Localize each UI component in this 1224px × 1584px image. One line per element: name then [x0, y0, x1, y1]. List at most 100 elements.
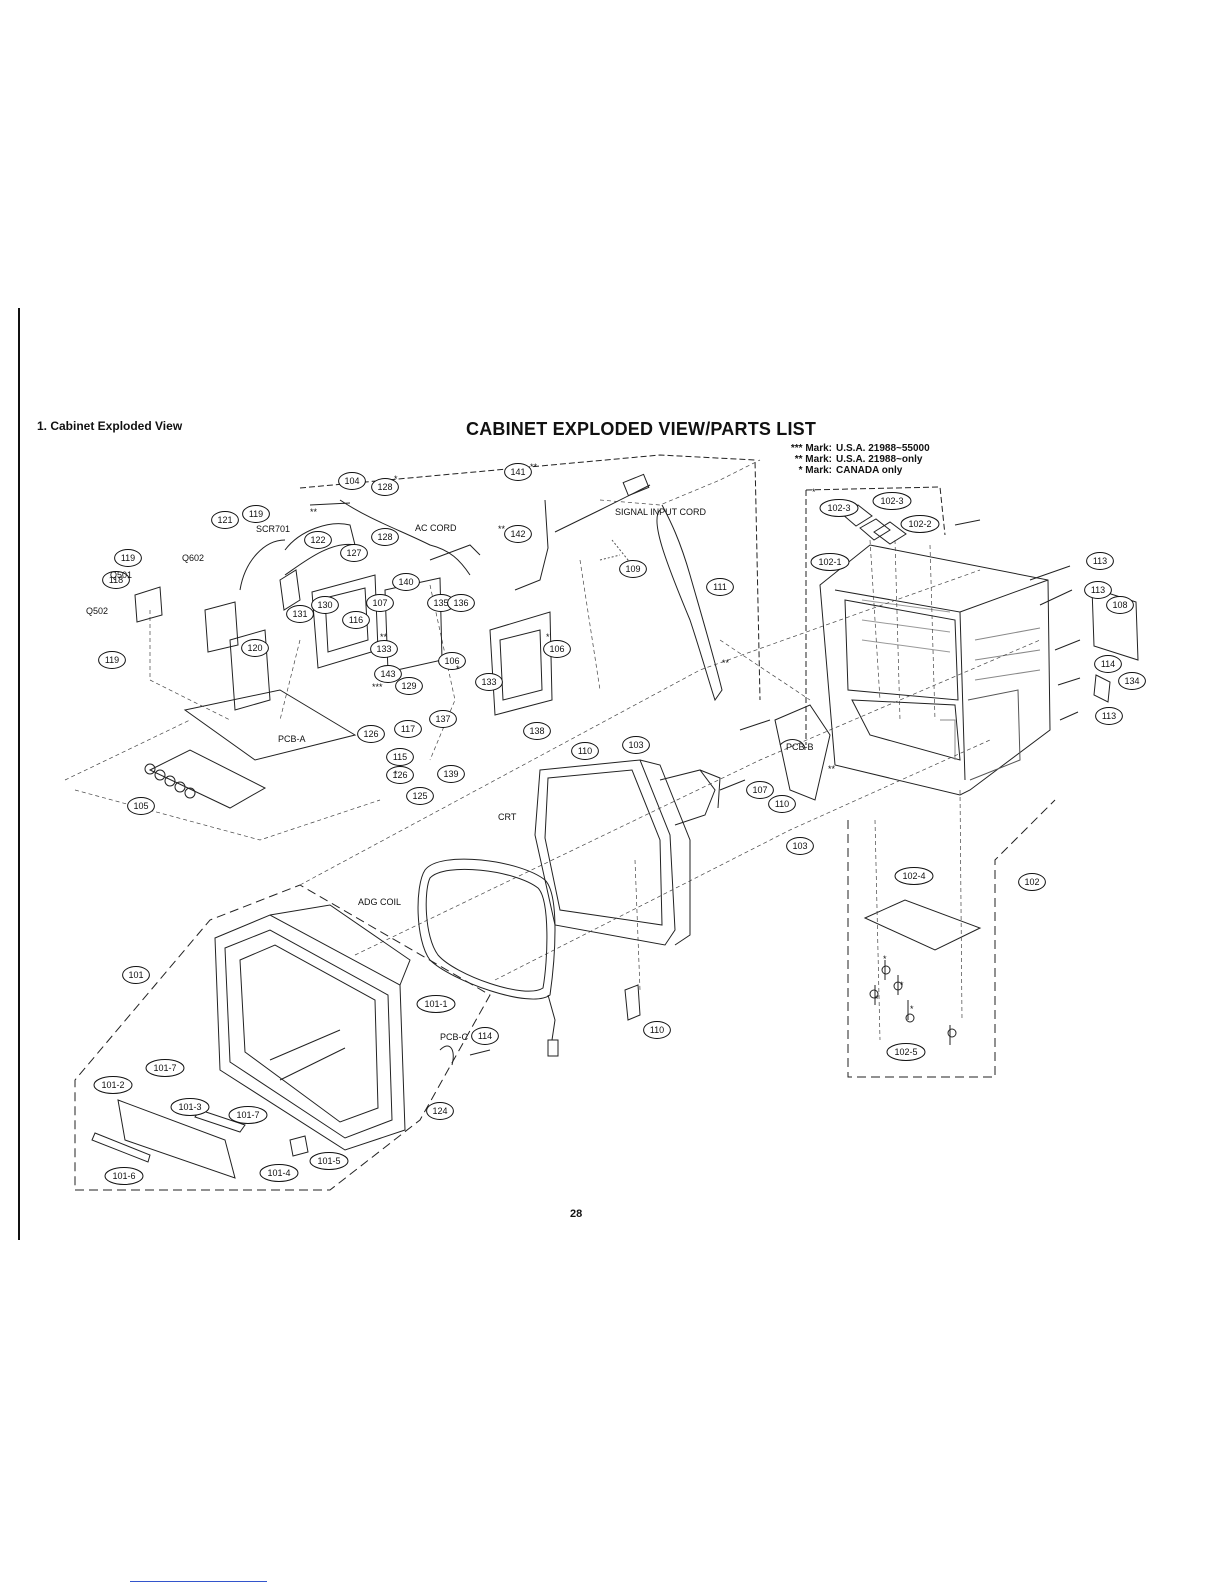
- callout-label: 133: [376, 644, 391, 654]
- callout-label: 138: [529, 726, 544, 736]
- text-label-q602: Q602: [182, 553, 204, 563]
- callout-139: 139: [437, 765, 465, 783]
- callout-label: 102-1: [818, 557, 841, 567]
- callout-101-1: 101-1: [416, 995, 456, 1013]
- callout-124: 124: [426, 1102, 454, 1120]
- callout-114: 114: [471, 1027, 499, 1045]
- callout-128: 128: [371, 528, 399, 546]
- callout-119: 119: [114, 549, 142, 567]
- callout-140: 140: [392, 573, 420, 591]
- callout-104: 104: [338, 472, 366, 490]
- callout-label: 111: [713, 582, 727, 592]
- legend-row: *** Mark:U.S.A. 21988~55000: [786, 443, 930, 454]
- mark-legend: *** Mark:U.S.A. 21988~55000 ** Mark: U.S.…: [786, 443, 930, 476]
- callout-134: 134: [1118, 672, 1146, 690]
- star-mark: *: [456, 664, 460, 674]
- callout-label: 110: [775, 799, 789, 809]
- callout-label: 107: [752, 785, 767, 795]
- star-mark: **: [310, 507, 318, 517]
- callout-label: 116: [349, 615, 363, 625]
- callout-101-4: 101-4: [259, 1164, 299, 1182]
- callout-label: 102-3: [880, 496, 903, 506]
- callout-label: 102: [1024, 877, 1039, 887]
- callout-label: 119: [121, 553, 135, 563]
- callout-label: 119: [249, 509, 263, 519]
- callout-136: 136: [447, 594, 475, 612]
- callout-label: 126: [392, 770, 407, 780]
- callout-119: 119: [98, 651, 126, 669]
- callout-label: 114: [1101, 659, 1115, 669]
- legend-row: ** Mark: U.S.A. 21988~only: [786, 454, 930, 465]
- callout-label: 101-2: [101, 1080, 124, 1090]
- footer-rule: [130, 1581, 267, 1582]
- callout-label: 113: [1102, 711, 1116, 721]
- callout-121: 121: [211, 511, 239, 529]
- callout-106: 106: [543, 640, 571, 658]
- callout-141: 141: [504, 463, 532, 481]
- star-mark: **: [380, 632, 388, 642]
- callout-label: 104: [344, 476, 359, 486]
- legend-text: U.S.A. 21988~only: [836, 454, 923, 465]
- callout-label: 139: [443, 769, 458, 779]
- callout-102-3: 102-3: [872, 492, 912, 510]
- legend-mark: ** Mark:: [794, 454, 832, 465]
- callout-label: 103: [792, 841, 807, 851]
- star-mark: **: [828, 764, 836, 774]
- callout-102-1: 102-1: [810, 553, 850, 571]
- star-mark-layer: ************************: [310, 462, 914, 1014]
- callout-label: 113: [1091, 585, 1105, 595]
- star-mark: *: [910, 1004, 914, 1014]
- callout-101-7: 101-7: [145, 1059, 185, 1077]
- text-label-scr701: SCR701: [256, 524, 290, 534]
- star-mark: ***: [372, 682, 383, 692]
- callout-131: 131: [286, 605, 314, 623]
- callout-label: 121: [217, 515, 232, 525]
- text-label-ac-cord: AC CORD: [415, 523, 457, 533]
- callout-103: 103: [622, 736, 650, 754]
- callout-label: 110: [650, 1025, 664, 1035]
- legend-row: * Mark:CANADA only: [786, 465, 930, 476]
- callout-102-2: 102-2: [900, 515, 940, 533]
- callout-105: 105: [127, 797, 155, 815]
- callout-122: 122: [304, 531, 332, 549]
- callout-label: 136: [453, 598, 468, 608]
- star-mark: *: [900, 980, 904, 990]
- callout-102-5: 102-5: [886, 1043, 926, 1061]
- callout-128: 128: [371, 478, 399, 496]
- callout-102-4: 102-4: [894, 867, 934, 885]
- callout-106: 106: [438, 652, 466, 670]
- callout-label: 133: [481, 677, 496, 687]
- star-mark: *: [883, 954, 887, 964]
- callout-101: 101: [122, 966, 150, 984]
- callout-label: 101: [128, 970, 143, 980]
- callout-101-2: 101-2: [93, 1076, 133, 1094]
- callout-102-3: 102-3: [819, 499, 859, 517]
- text-label-pcb-a: PCB-A: [278, 734, 306, 744]
- callout-143: 143: [374, 665, 402, 683]
- callout-129: 129: [395, 677, 423, 695]
- callout-label: 141: [510, 467, 525, 477]
- callout-label: 109: [625, 564, 640, 574]
- callout-113: 113: [1086, 552, 1114, 570]
- callout-101-3: 101-3: [170, 1098, 210, 1116]
- callout-label: 113: [1093, 556, 1107, 566]
- legend-mark: * Mark:: [798, 465, 832, 476]
- legend-text: U.S.A. 21988~55000: [836, 443, 930, 454]
- callout-114: 114: [1094, 655, 1122, 673]
- callout-115: 115: [386, 748, 414, 766]
- callout-label: 134: [1124, 676, 1139, 686]
- callout-label: 128: [377, 482, 392, 492]
- callout-label: 128: [377, 532, 392, 542]
- callout-label: 115: [393, 752, 407, 762]
- callout-133: 133: [370, 640, 398, 658]
- callout-113: 113: [1095, 707, 1123, 725]
- callout-label: 101-6: [112, 1171, 135, 1181]
- callout-label: 105: [133, 801, 148, 811]
- callout-label: 131: [292, 609, 307, 619]
- callout-120: 120: [241, 639, 269, 657]
- callout-label: 102-3: [827, 503, 850, 513]
- callout-label: 101-5: [317, 1156, 340, 1166]
- callout-label: 142: [510, 529, 525, 539]
